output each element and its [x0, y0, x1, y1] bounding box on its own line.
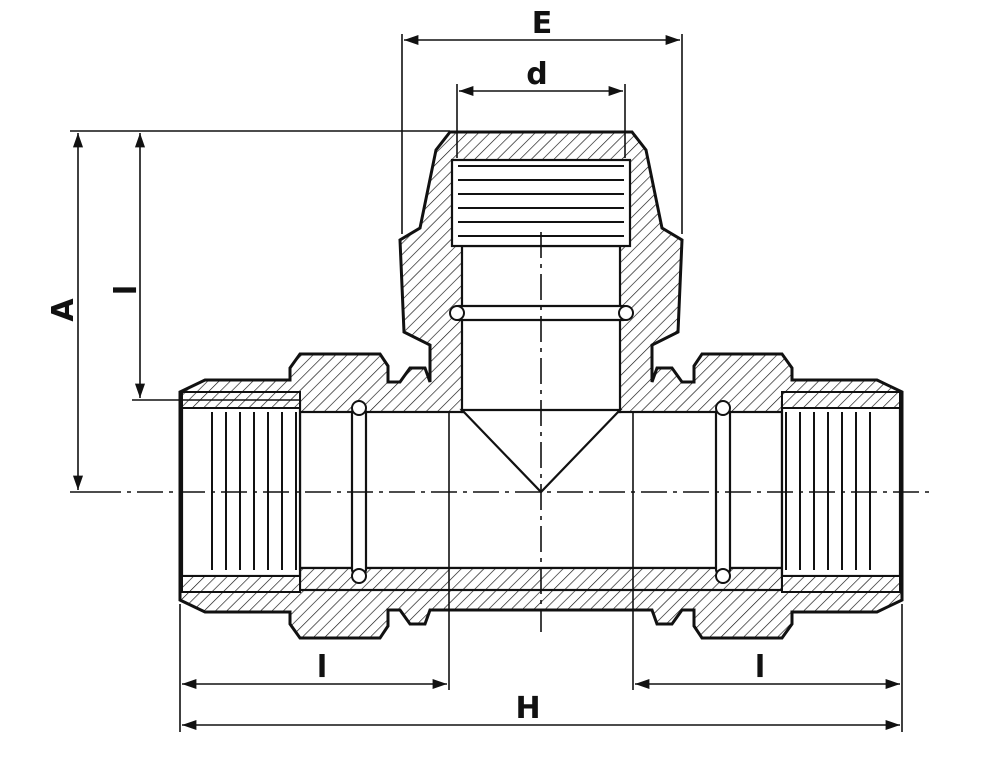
dimension-label-l-right: l [755, 650, 765, 685]
dimension-label-l-left: l [317, 650, 327, 685]
dimension-label-a: A [46, 298, 81, 322]
center-lines [95, 232, 935, 632]
dimension-label-e: E [532, 6, 553, 41]
top-grip-ribs [458, 165, 624, 237]
dimension-label-d: d [526, 57, 547, 92]
dimension-lines [70, 34, 903, 732]
dimension-label-l-vertical: l [109, 285, 144, 295]
dimension-label-h: H [515, 691, 540, 726]
right-grip-ribs [781, 391, 901, 593]
